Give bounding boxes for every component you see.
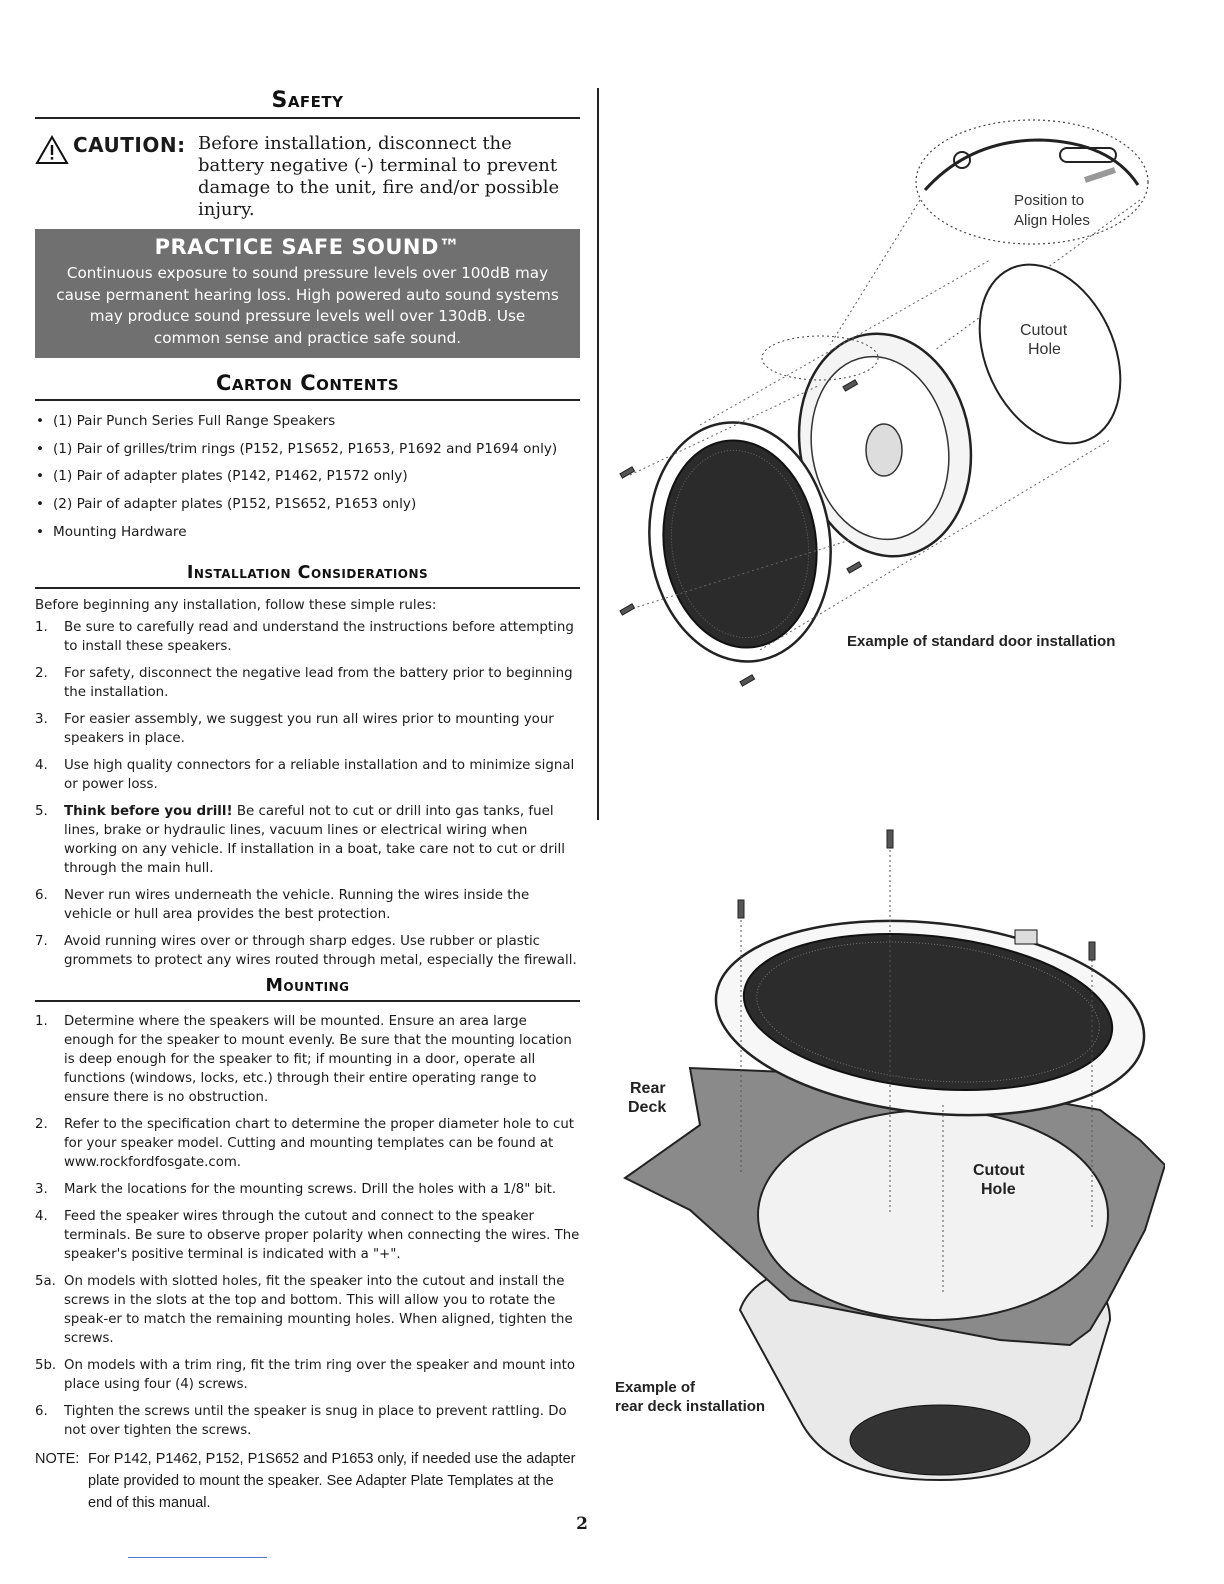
- safety-heading: Safety: [271, 88, 344, 113]
- practice-safe-sound-text: Continuous exposure to sound pressure le…: [56, 264, 559, 347]
- list-item: 5b.On models with a trim ring, fit the t…: [35, 1358, 576, 1393]
- page-number: 2: [576, 1514, 588, 1534]
- align-label: Align Holes: [1014, 212, 1090, 229]
- list-item: 6.Tighten the screws until the speaker i…: [35, 1404, 567, 1439]
- door-installation-figure: Position to Align Holes Cutout Hole Exam…: [619, 119, 1149, 687]
- zoom-ring-arc: [923, 138, 1140, 192]
- note-text: For P142, P1462, P152, P1S652 and P1653 …: [88, 1451, 576, 1512]
- logo-badge: [1014, 929, 1038, 945]
- column-divider: [597, 88, 599, 820]
- guide-lines: [740, 845, 1093, 1295]
- list-item: Mounting Hardware: [35, 524, 580, 552]
- installation-intro: Before beginning any installation, follo…: [35, 598, 437, 614]
- caution-block: CAUTION: Before installation, disconnect…: [35, 127, 580, 220]
- deck-caption-line2: rear deck installation: [615, 1398, 765, 1415]
- rear-deck-installation-figure: Rear Deck Cutout Hole Example of rear de…: [615, 829, 1165, 1482]
- link-underline: [128, 1557, 267, 1558]
- speaker-magnet: [849, 1404, 1031, 1476]
- cutout-label: Cutout: [973, 1162, 1025, 1179]
- installation-list: 1.Be sure to carefully read and understa…: [35, 618, 580, 970]
- list-item: 2.For safety, disconnect the negative le…: [35, 666, 573, 701]
- left-column: Safety CAUTION: Before installation, dis…: [35, 88, 580, 1514]
- screw-hole: [953, 151, 971, 169]
- hole-label: Hole: [981, 1181, 1016, 1198]
- grille-mesh: [742, 932, 1114, 1092]
- list-item: 5a.On models with slotted holes, fit the…: [35, 1274, 573, 1347]
- caution-text: Before installation, disconnect the batt…: [198, 133, 560, 220]
- deck-cutout: [757, 1109, 1109, 1321]
- hole-label: Hole: [1028, 341, 1061, 358]
- callout-line: [934, 199, 1141, 351]
- list-item: (1) Pair Punch Series Full Range Speaker…: [35, 413, 580, 441]
- zoom-callout-outline: [761, 335, 879, 381]
- mounting-list: 1.Determine where the speakers will be m…: [35, 1012, 580, 1440]
- guide-line: [759, 439, 1111, 651]
- grille-mesh: [662, 439, 818, 649]
- cutout-label: Cutout: [1020, 322, 1068, 339]
- mounting-heading: Mounting: [265, 976, 350, 997]
- screws: [619, 379, 863, 687]
- rear-label: Rear: [630, 1080, 666, 1097]
- guide-line: [629, 384, 821, 476]
- list-item: 2.Refer to the specification chart to de…: [35, 1117, 574, 1171]
- warning-triangle-icon: [35, 135, 69, 164]
- installation-rule: [35, 587, 580, 590]
- list-item: 1.Determine where the speakers will be m…: [35, 1014, 572, 1106]
- caution-label: CAUTION:: [73, 133, 186, 157]
- list-item: 3.Mark the locations for the mounting sc…: [35, 1182, 557, 1198]
- carton-rule: [35, 399, 580, 401]
- list-item: 1.Be sure to carefully read and understa…: [35, 620, 574, 655]
- deck-label: Deck: [628, 1099, 666, 1116]
- list-item: 5.Think before you drill! Be careful not…: [35, 804, 565, 877]
- practice-safe-sound-box: PRACTICE SAFE SOUND™ Continuous exposure…: [35, 229, 580, 358]
- installation-heading: Installation Considerations: [186, 563, 429, 584]
- callout-line: [829, 199, 921, 346]
- door-figure-caption: Example of standard door installation: [847, 633, 1115, 650]
- zoom-callout-outline: [915, 119, 1149, 245]
- safety-rule: [35, 117, 580, 119]
- grille-pattern: [670, 449, 810, 639]
- list-item: (2) Pair of adapter plates (P152, P1S652…: [35, 496, 580, 524]
- list-item: 7.Avoid running wires over or through sh…: [35, 934, 577, 969]
- list-item: (1) Pair of adapter plates (P142, P1462,…: [35, 468, 580, 496]
- list-item: 6.Never run wires underneath the vehicle…: [35, 888, 530, 923]
- guide-line: [627, 539, 851, 611]
- slot-hole: [1059, 147, 1117, 163]
- mounting-rule: [35, 1000, 580, 1003]
- carton-contents-heading: Carton Contents: [215, 371, 400, 395]
- list-item: (1) Pair of grilles/trim rings (P152, P1…: [35, 441, 580, 469]
- note-label: NOTE:: [35, 1451, 80, 1468]
- cutout-hole-shape: [978, 263, 1122, 445]
- list-item: 4.Feed the speaker wires through the cut…: [35, 1209, 580, 1263]
- screws: [737, 829, 1096, 961]
- carton-contents-list: (1) Pair Punch Series Full Range Speaker…: [35, 413, 580, 551]
- position-label: Position to: [1014, 192, 1084, 209]
- list-item: 3.For easier assembly, we suggest you ru…: [35, 712, 554, 747]
- practice-safe-sound-title: PRACTICE SAFE SOUND™: [154, 235, 461, 259]
- deck-caption-line1: Example of: [615, 1379, 696, 1396]
- rotate-arrow-icon: [1084, 167, 1116, 183]
- tweeter: [865, 423, 903, 477]
- emphasis-text: Think before you drill!: [64, 804, 233, 820]
- guide-line: [699, 259, 991, 426]
- mounting-note: NOTE: For P142, P1462, P152, P1S652 and …: [35, 1448, 580, 1514]
- grille-pattern: [756, 941, 1100, 1083]
- list-item: 4.Use high quality connectors for a reli…: [35, 758, 575, 793]
